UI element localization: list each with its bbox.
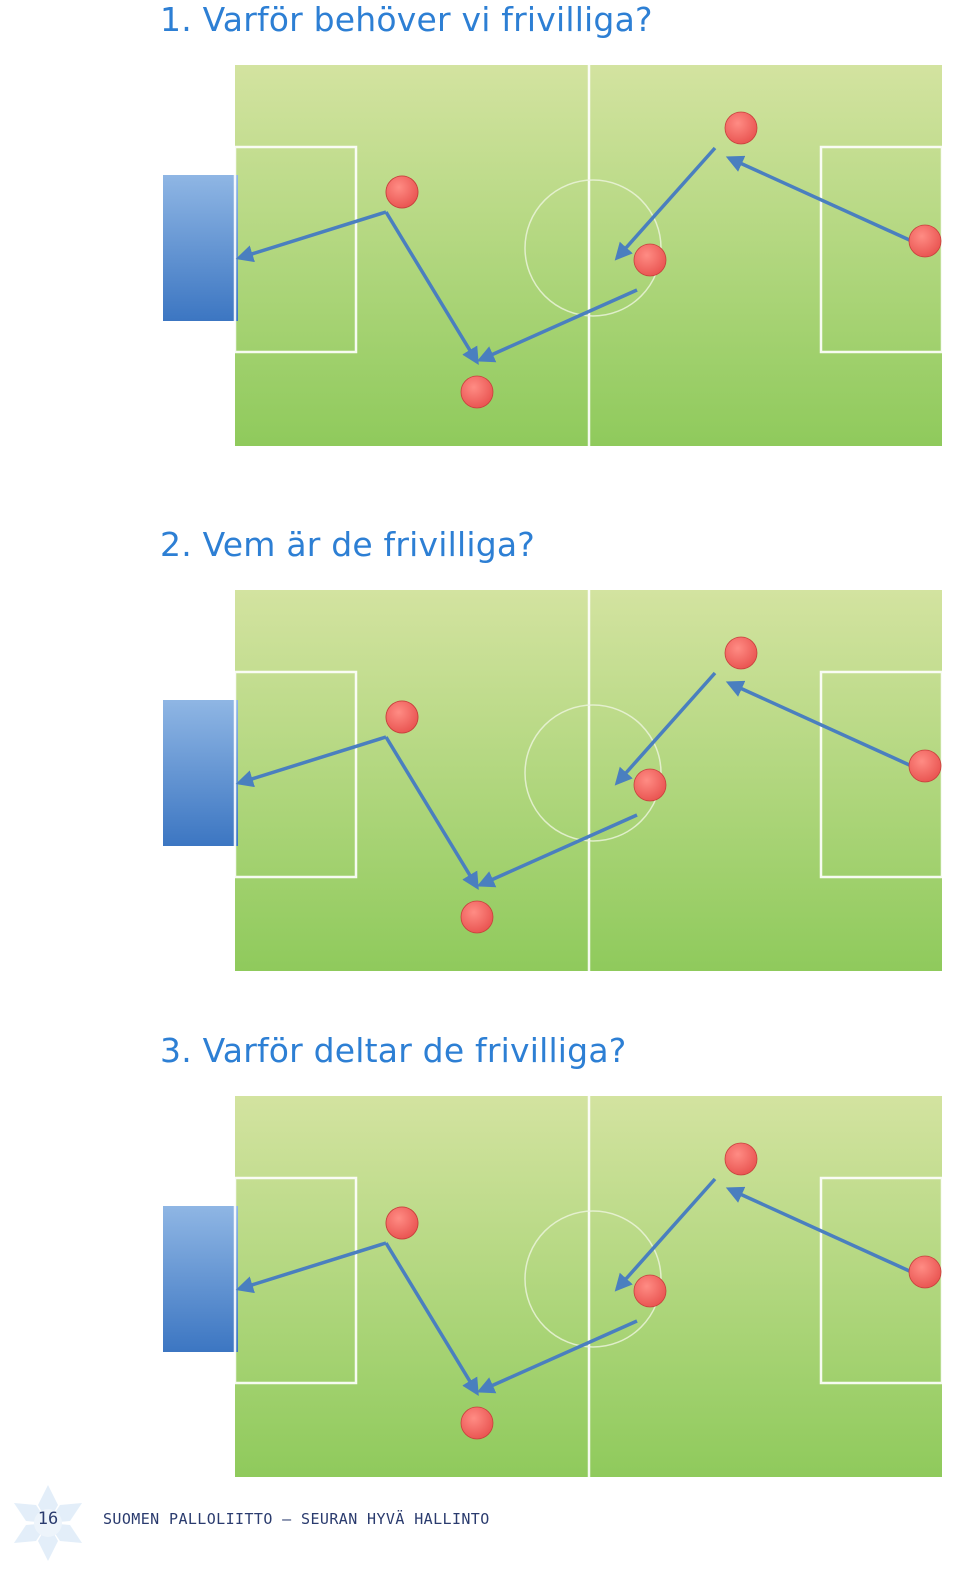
pitch-svg <box>163 590 944 971</box>
pass-arrow <box>476 1319 638 1394</box>
pass-arrow <box>235 210 387 263</box>
player-marker <box>724 111 758 145</box>
player-marker <box>385 1206 419 1240</box>
pass-arrow <box>725 680 917 770</box>
penalty-area-right <box>819 145 944 354</box>
player-marker <box>633 768 667 802</box>
pass-arrow <box>614 146 717 261</box>
pass-arrow <box>725 155 917 245</box>
page-footer: 16 SUOMEN PALLOLIITTO – SEURAN HYVÄ HALL… <box>0 1475 960 1579</box>
penalty-area-right <box>819 670 944 879</box>
section-2-pitch-diagram <box>160 585 950 975</box>
penalty-area-left <box>233 1176 358 1385</box>
snowflake-icon <box>14 1485 82 1561</box>
player-marker <box>724 1142 758 1176</box>
section-3-pitch-diagram <box>160 1091 950 1481</box>
section-1-heading: 1. Varför behöver vi frivilliga? <box>160 0 653 39</box>
pitch-svg <box>163 65 944 446</box>
pass-arrow <box>235 735 387 788</box>
player-marker <box>633 1274 667 1308</box>
player-marker <box>724 636 758 670</box>
player-marker <box>633 243 667 277</box>
player-marker <box>460 900 494 934</box>
pass-arrow <box>476 288 638 363</box>
section-1-pitch-diagram <box>160 60 950 450</box>
pass-arrow <box>235 1241 387 1294</box>
player-marker <box>908 224 942 258</box>
player-marker <box>908 1255 942 1289</box>
pass-arrow <box>725 1186 917 1276</box>
publication-title: SUOMEN PALLOLIITTO – SEURAN HYVÄ HALLINT… <box>103 1510 490 1528</box>
section-3-heading: 3. Varför deltar de frivilliga? <box>160 1031 627 1070</box>
goal-left <box>163 175 238 321</box>
player-marker <box>385 700 419 734</box>
goal-left <box>163 700 238 846</box>
player-marker <box>460 1406 494 1440</box>
penalty-area-left <box>233 145 358 354</box>
player-marker <box>385 175 419 209</box>
pass-arrow <box>384 1242 479 1396</box>
pass-arrow <box>614 1177 717 1292</box>
pass-arrow <box>614 671 717 786</box>
player-marker <box>460 375 494 409</box>
penalty-area-left <box>233 670 358 879</box>
pass-arrow <box>384 736 479 890</box>
pass-arrow <box>476 813 638 888</box>
page-number: 16 <box>37 1509 59 1529</box>
goal-left <box>163 1206 238 1352</box>
section-2-heading: 2. Vem är de frivilliga? <box>160 525 535 564</box>
pitch-svg <box>163 1096 944 1477</box>
player-marker <box>908 749 942 783</box>
penalty-area-right <box>819 1176 944 1385</box>
pass-arrow <box>384 211 479 365</box>
